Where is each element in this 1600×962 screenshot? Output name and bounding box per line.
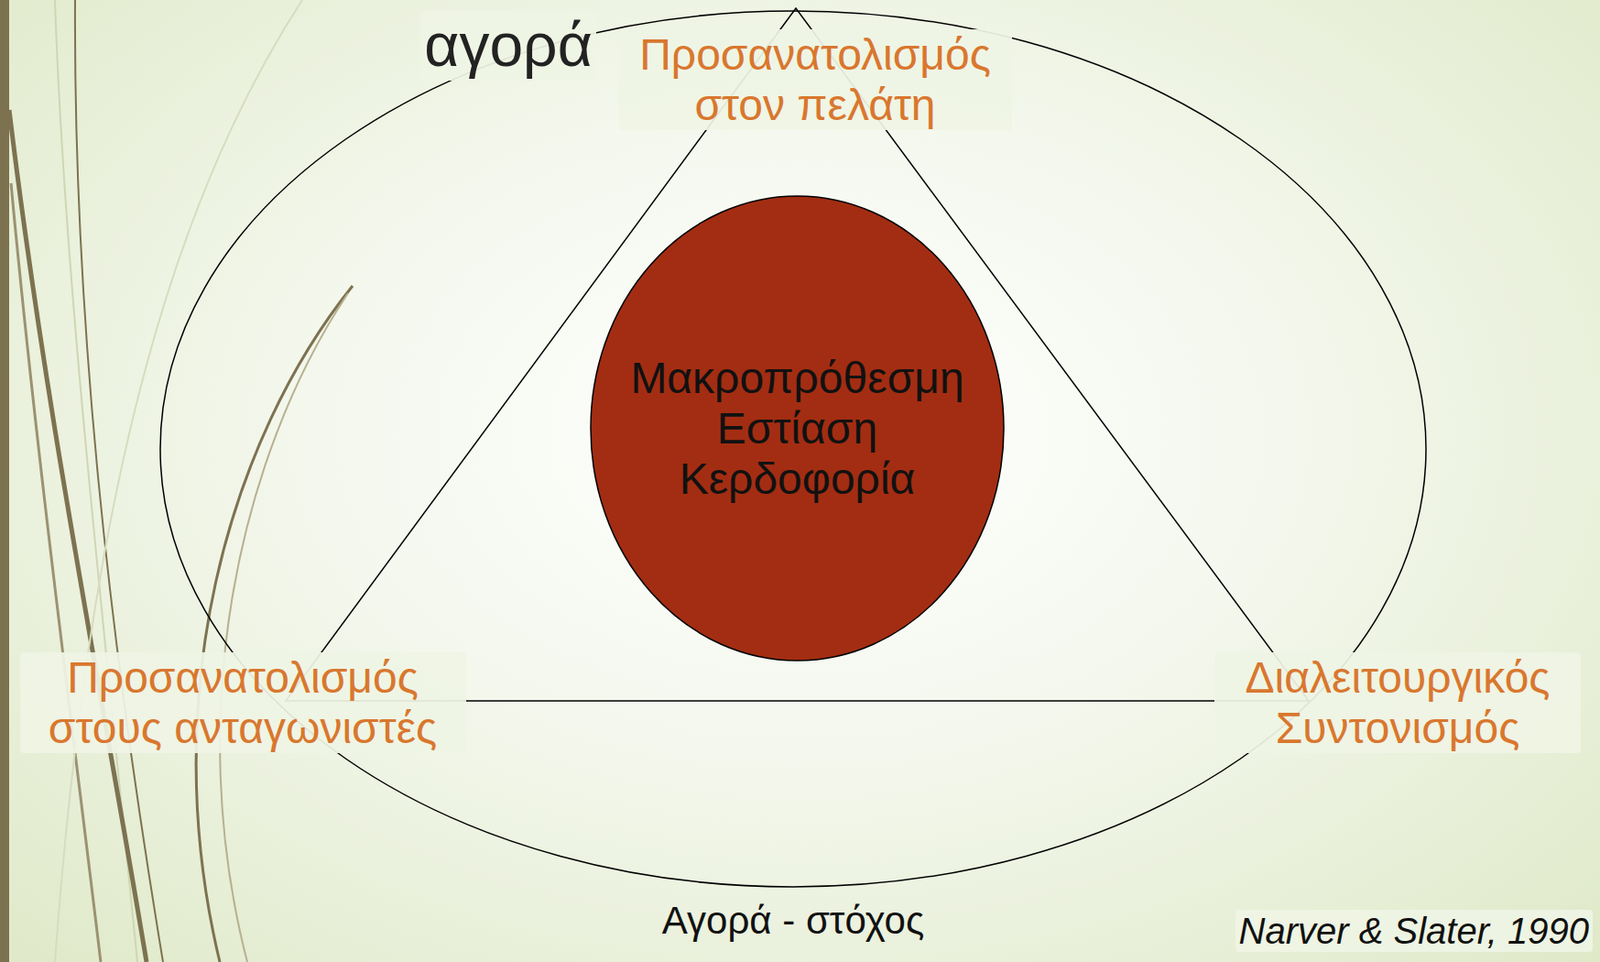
- decor-curve: [195, 285, 353, 962]
- decor-curve: [219, 293, 349, 962]
- target-market-ellipse: Αγορά - στόχοςΜακροπρόθεσμη Εστίαση Κερδ…: [159, 10, 1427, 888]
- ellipse-shape: [590, 195, 1004, 661]
- citation: Narver & Slater, 1990: [1235, 909, 1593, 952]
- ellipse-shape: [160, 10, 1426, 887]
- region-heading: Αγορά - στόχος: [662, 898, 925, 943]
- side-bar: [0, 0, 10, 962]
- core-circle: Μακροπρόθεσμη Εστίαση Κερδοφορία: [589, 195, 1005, 662]
- slide-title-fragment: αγορά: [420, 10, 597, 81]
- decor-curve: [54, 0, 303, 962]
- vertex-label: Προσανατολισμός στον πελάτη: [619, 29, 1013, 131]
- vertex-label: Προσανατολισμός στους ανταγωνιστές: [20, 652, 467, 753]
- vertex-label: Διαλειτουργικός Συντονισμός: [1214, 652, 1581, 753]
- decor-curve: [10, 183, 101, 962]
- region-heading: Μακροπρόθεσμη Εστίαση Κερδοφορία: [624, 352, 970, 505]
- orientation-triangle: [285, 8, 1309, 701]
- decor-curve: [9, 109, 147, 962]
